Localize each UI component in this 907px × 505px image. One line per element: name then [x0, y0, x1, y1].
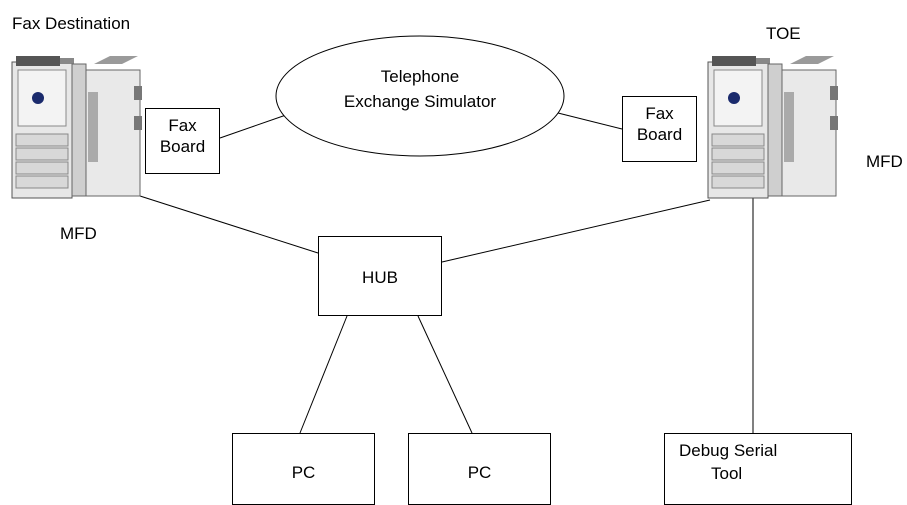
debug-serial-tool-box: Debug Serial Tool	[664, 433, 852, 505]
hub-box: HUB	[318, 236, 442, 316]
pc-right-label: PC	[467, 463, 492, 482]
telephone-simulator-label: Telephone Exchange Simulator	[300, 66, 540, 112]
telephone-simulator-line1: Telephone	[380, 67, 460, 86]
debug-tool-line1: Debug Serial	[679, 441, 778, 460]
telephone-simulator-ellipse	[275, 35, 565, 157]
pc-left-label: PC	[291, 463, 316, 482]
debug-tool-line2: Tool	[711, 464, 743, 483]
mfd-left-printer-icon	[11, 56, 142, 199]
fax-board-left-line2: Board	[159, 137, 206, 156]
pc-left-box: PC	[232, 433, 375, 505]
link-faxboard-left-to-simulator	[219, 114, 287, 139]
hub-label: HUB	[362, 268, 398, 287]
telephone-simulator-line2: Exchange Simulator	[343, 92, 497, 111]
fax-board-left-line1: Fax	[168, 116, 197, 135]
fax-board-right-line2: Board	[636, 125, 683, 144]
link-hub-to-mfd-right	[441, 199, 711, 263]
link-mfd-left-to-hub	[139, 195, 319, 254]
link-hub-to-pc-right	[417, 315, 473, 434]
fax-board-left: Fax Board	[145, 108, 220, 174]
fax-destination-label: Fax Destination	[12, 14, 131, 33]
mfd-right-label: MFD	[866, 152, 903, 171]
fax-board-right: Fax Board	[622, 96, 697, 162]
mfd-left-label: MFD	[60, 224, 97, 243]
toe-label: TOE	[766, 24, 801, 43]
link-simulator-to-faxboard-right	[553, 111, 623, 130]
fax-board-right-line1: Fax	[645, 104, 674, 123]
mfd-right-printer-icon	[707, 56, 838, 199]
link-hub-to-pc-left	[299, 315, 348, 434]
pc-right-box: PC	[408, 433, 551, 505]
debug-serial-tool-label: Debug Serial Tool	[679, 440, 849, 484]
